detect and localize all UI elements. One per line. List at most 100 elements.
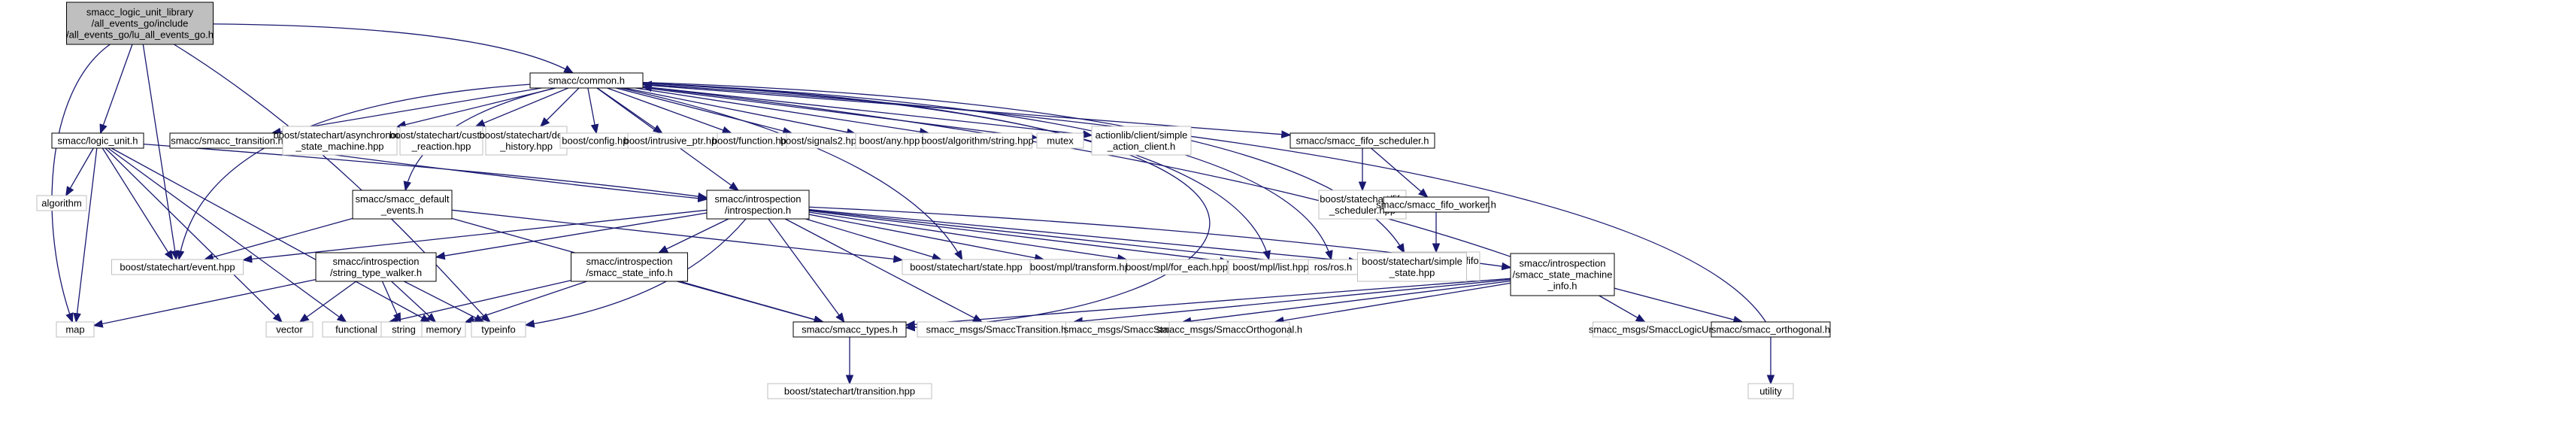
node-sm-info[interactable]: smacc/introspection/smacc_state_machine_… (1510, 253, 1615, 296)
node-msg-logic-unit: smacc_msgs/SmaccLogicUnit.h (1589, 321, 1727, 338)
edge-introspection-to-mpl_transform (808, 214, 1044, 260)
edge-arrow (1614, 287, 1742, 322)
edge-arrow (244, 209, 708, 260)
edge-arrow (436, 212, 708, 257)
edge-arrow (101, 44, 133, 133)
node-box (51, 132, 144, 149)
node-introspection[interactable]: smacc/introspection/introspection.h (706, 190, 810, 220)
node-any: boost/any.hpp (855, 132, 924, 149)
node-box (571, 252, 688, 282)
edge-introspection-to-mpl_for_each (808, 211, 1126, 260)
edge-arrow (451, 209, 902, 260)
node-box (1091, 126, 1192, 156)
node-string: string (380, 321, 427, 338)
edge-arrow (404, 281, 483, 322)
header-nodes: smacc_logic_unit_library/all_events_go/i… (36, 2, 1831, 399)
edge-arrow (389, 280, 571, 322)
edge-arrow (1074, 279, 1511, 322)
edge-arrow (142, 44, 176, 260)
node-orthogonal[interactable]: smacc/smacc_orthogonal.h (1711, 321, 1831, 338)
edge-arrow (643, 87, 1511, 257)
edge-arrow (597, 87, 662, 133)
node-bs-transition: boost/statechart/transition.hpp (767, 383, 932, 399)
edge-common-to-algo_string (635, 87, 929, 133)
edge-arrow (587, 87, 596, 133)
edge-arrow (805, 218, 941, 260)
node-label: smacc/smacc_fifo_worker.h (1376, 199, 1496, 211)
node-ros: ros/ros.h (1308, 259, 1359, 275)
edge-logic_unit-to-functional (108, 147, 347, 322)
edge-common-to-mutex (642, 87, 1037, 138)
edge-arrow (615, 87, 792, 133)
edge-introspection-to-simple_state (808, 208, 1358, 262)
node-state-info[interactable]: smacc/introspection/smacc_state_info.h (571, 252, 688, 282)
edge-arrow (66, 147, 94, 196)
node-box (1510, 253, 1615, 296)
edge-arrow (94, 278, 317, 326)
edge-logic_unit-to-vector (105, 147, 282, 322)
node-fifo-scheduler[interactable]: smacc/smacc_fifo_scheduler.h (1290, 132, 1435, 149)
edge-default_events-to-state_hpp (451, 209, 902, 260)
node-label: boost/mpl/transform.hpp (1030, 262, 1135, 273)
edge-state_info-to-memory (465, 281, 587, 322)
edge-arrow (768, 218, 844, 322)
node-map: map (56, 321, 95, 338)
node-transition[interactable]: smacc/smacc_transition.h (169, 132, 285, 149)
edge-logic_unit-to-introspection (143, 143, 707, 198)
node-box (36, 195, 87, 211)
edge-transition-to-introspection (283, 147, 707, 199)
node-stw[interactable]: smacc/introspection/string_type_walker.h (315, 252, 437, 282)
edge-arrow (476, 87, 569, 126)
edge-common-to-state_hpp (620, 87, 962, 260)
node-typeinfo: typeinfo (471, 321, 526, 338)
node-smacc-types[interactable]: smacc/smacc_types.h (792, 321, 907, 338)
edge-sm_info-to-msg_state (1183, 280, 1511, 323)
edge-arrow (642, 87, 1037, 138)
node-box (1036, 132, 1084, 149)
node-fifo-worker[interactable]: smacc/smacc_fifo_worker.h (1376, 196, 1496, 213)
node-box (792, 321, 907, 338)
edge-arrow (179, 83, 531, 260)
edge-arrow (76, 147, 98, 322)
edge-introspection-to-smacc_types (768, 218, 844, 322)
edge-logic_unit-to-event_hpp (102, 147, 172, 260)
edge-arrow (679, 281, 823, 322)
node-action-client: actionlib/client/simple_action_client.h (1091, 126, 1192, 156)
node-label: boost/statechart/custom (389, 129, 493, 141)
node-algo-string: boost/algorithm/string.hpp (921, 132, 1034, 149)
edge-arrow (659, 218, 729, 253)
edge-stw-to-vector (300, 281, 357, 322)
edge-common-to-signals2 (615, 87, 792, 133)
node-label: boost/config.hpp (562, 135, 633, 147)
edge-sm_info-to-msg_logic_unit (1599, 295, 1645, 322)
edge-arrow (784, 218, 982, 322)
node-common[interactable]: smacc/common.h (529, 72, 644, 89)
node-label: boost/algorithm/string.hpp (921, 135, 1034, 147)
node-label: vector (276, 324, 303, 335)
edge-arrow (642, 86, 1092, 135)
edge-stw-to-map (94, 278, 317, 326)
edge-root-to-map (51, 44, 111, 322)
edge-introspection-to-stw (436, 212, 708, 257)
node-label: /smacc_state_machine (1513, 269, 1613, 281)
edge-common-to-simple_state (642, 81, 1405, 253)
node-label: smacc_msgs/SmaccTransition.h (926, 324, 1067, 335)
edge-arrow (205, 217, 353, 260)
node-label: smacc/logic_unit.h (58, 135, 138, 147)
edge-logic_unit-to-memory (111, 147, 429, 322)
node-label: /introspection.h (725, 205, 791, 216)
node-root[interactable]: smacc_logic_unit_library/all_events_go/i… (66, 2, 214, 45)
node-label: _history.hpp (499, 141, 553, 152)
node-simple-state: boost/statechart/simple_state.hpp (1357, 252, 1467, 282)
node-default-events[interactable]: smacc/smacc_default_events.h (352, 190, 453, 220)
node-box (1711, 321, 1831, 338)
node-msg-orthogonal: smacc_msgs/SmaccOrthogonal.h (1156, 321, 1302, 338)
edge-common-to-function (607, 87, 732, 133)
node-label: boost/statechart/deep (479, 129, 573, 141)
node-label: smacc_msgs/SmaccState.h (1064, 324, 1184, 335)
edge-common-to-ros (642, 82, 1331, 260)
edge-introspection-to-event_hpp (244, 209, 708, 260)
edge-introspection-to-msg_transition (784, 218, 982, 322)
node-logic-unit[interactable]: smacc/logic_unit.h (51, 132, 144, 149)
